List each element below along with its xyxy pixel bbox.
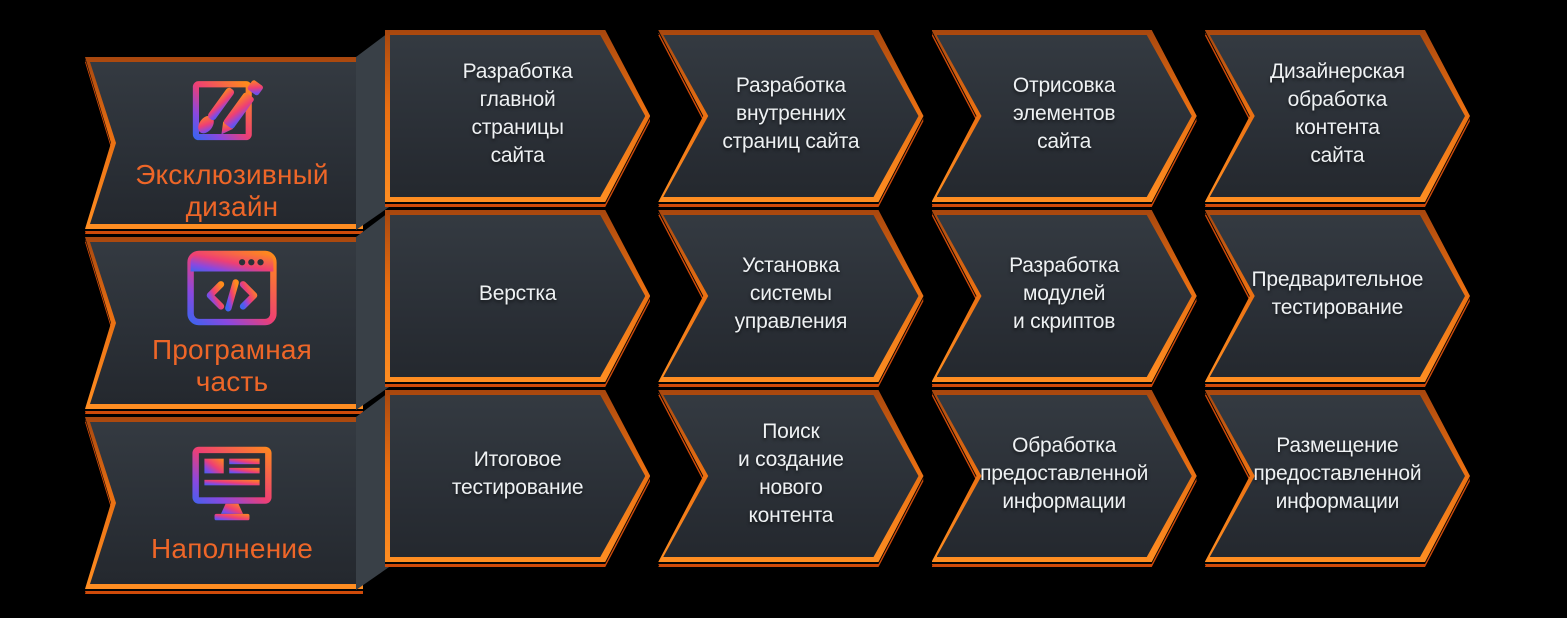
- step-arrow: Поиск и создание нового контента: [658, 390, 923, 562]
- process-row-design: Эксклюзивный дизайн Разработка главной с…: [0, 30, 1567, 235]
- step-arrow: Размещение предоставленной информации: [1205, 390, 1470, 562]
- step-arrow: Дизайнерская обработка контента сайта: [1205, 30, 1470, 202]
- step-arrow: Разработка модулей и скриптов: [932, 210, 1197, 382]
- process-row-content: Наполнение Итоговое тестирование Поиск и…: [0, 390, 1567, 595]
- process-row-code: Програмная часть Верстка Установка систе…: [0, 210, 1567, 415]
- category-block-design: Эксклюзивный дизайн: [85, 57, 363, 229]
- step-label: Отрисовка элементов сайта: [1012, 74, 1116, 153]
- content-monitor-icon: [192, 447, 272, 521]
- steps-row: Разработка главной страницы сайта Разраб…: [385, 30, 1470, 202]
- step-label: Разработка модулей и скриптов: [1009, 254, 1120, 333]
- category-label: Програмная часть: [151, 334, 313, 397]
- category-label: Эксклюзивный дизайн: [135, 159, 329, 222]
- category-block-code: Програмная часть: [85, 237, 363, 409]
- step-arrow: Отрисовка элементов сайта: [932, 30, 1197, 202]
- step-arrow: Верстка: [385, 210, 650, 382]
- step-label: Установка системы управления: [734, 254, 848, 333]
- design-pen-brush-icon: [192, 80, 263, 141]
- category-block-content: Наполнение: [85, 417, 363, 589]
- steps-row: Итоговое тестирование Поиск и создание н…: [385, 390, 1470, 562]
- step-label: Итоговое тестирование: [451, 448, 584, 499]
- step-label: Предварительное тестирование: [1251, 268, 1424, 319]
- step-arrow: Обработка предоставленной информации: [932, 390, 1197, 562]
- step-label: Разработка главной страницы сайта: [462, 60, 573, 167]
- step-arrow: Установка системы управления: [658, 210, 923, 382]
- step-arrow: Разработка главной страницы сайта: [385, 30, 650, 202]
- code-window-icon: [187, 250, 277, 326]
- step-label: Поиск и создание нового контента: [737, 420, 844, 527]
- step-label: Обработка предоставленной информации: [980, 434, 1149, 513]
- step-label: Разработка внутренних страниц сайта: [722, 74, 860, 153]
- steps-row: Верстка Установка системы управления Раз…: [385, 210, 1470, 382]
- step-arrow: Разработка внутренних страниц сайта: [658, 30, 923, 202]
- step-arrow: Предварительное тестирование: [1205, 210, 1470, 382]
- step-label: Размещение предоставленной информации: [1253, 434, 1422, 513]
- category-label: Наполнение: [151, 533, 313, 565]
- step-label: Верстка: [478, 282, 557, 306]
- step-arrow: Итоговое тестирование: [385, 390, 650, 562]
- step-label: Дизайнерская обработка контента сайта: [1270, 60, 1405, 167]
